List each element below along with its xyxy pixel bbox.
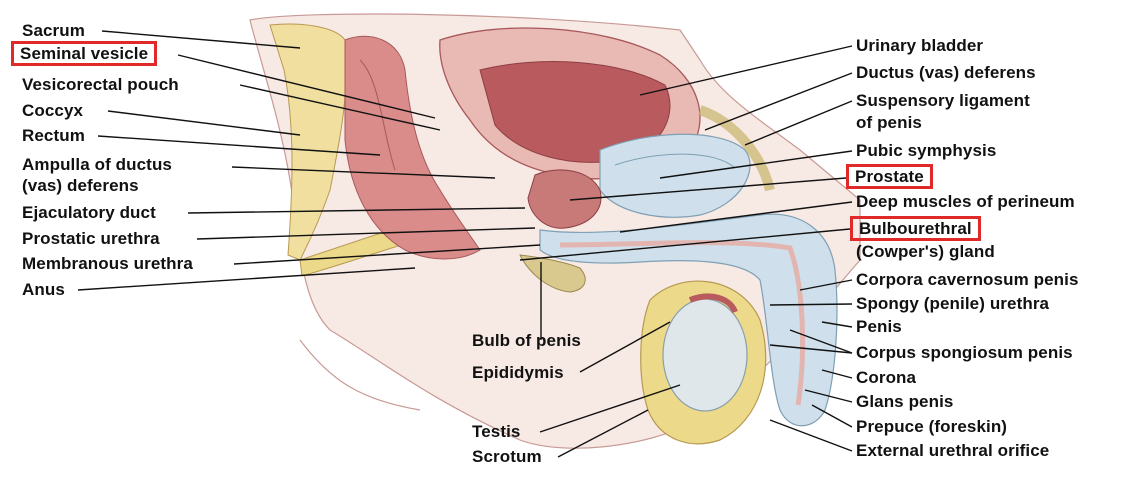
scrotum-shape <box>640 280 767 445</box>
label-corpus-spongiosum: Corpus spongiosum penis <box>856 343 1073 362</box>
label-prostate: Prostate <box>846 164 933 189</box>
prostate-shape <box>527 169 602 229</box>
label-urinary-bladder: Urinary bladder <box>856 36 984 55</box>
label-suspensory-line2: of penis <box>856 113 922 132</box>
leader-lines <box>77 30 853 458</box>
label-bulbourethral: Bulbourethral <box>850 216 981 241</box>
label-ejaculatory-duct: Ejaculatory duct <box>22 203 156 222</box>
label-ampulla-line1: Ampulla of ductus <box>22 155 172 174</box>
label-cowpers-gland: (Cowper's) gland <box>856 242 995 261</box>
label-penis: Penis <box>856 317 902 336</box>
label-ampulla-line2: (vas) deferens <box>22 176 139 195</box>
penis-shape <box>519 213 838 427</box>
label-coccyx: Coccyx <box>22 101 84 120</box>
label-pubic-symphysis: Pubic symphysis <box>856 141 997 160</box>
label-membranous-urethra: Membranous urethra <box>22 254 193 273</box>
label-ductus-deferens: Ductus (vas) deferens <box>856 63 1036 82</box>
label-sacrum: Sacrum <box>22 21 85 40</box>
label-scrotum: Scrotum <box>472 447 542 466</box>
label-corona: Corona <box>856 368 917 387</box>
label-spongy-urethra: Spongy (penile) urethra <box>856 294 1050 313</box>
label-testis: Testis <box>472 422 521 441</box>
label-rectum: Rectum <box>22 126 85 145</box>
label-prostatic-urethra: Prostatic urethra <box>22 229 160 248</box>
label-epididymis: Epididymis <box>472 363 564 382</box>
label-corpora-cavernosum: Corpora cavernosum penis <box>856 270 1079 289</box>
label-glans-penis: Glans penis <box>856 392 954 411</box>
label-prepuce: Prepuce (foreskin) <box>856 417 1008 436</box>
rectum-shape <box>344 35 481 260</box>
label-external-orifice: External urethral orifice <box>856 441 1050 460</box>
label-suspensory-line1: Suspensory ligament <box>856 91 1030 110</box>
label-deep-muscles: Deep muscles of perineum <box>856 192 1075 211</box>
label-anus: Anus <box>22 280 65 299</box>
label-bulb-of-penis: Bulb of penis <box>472 331 581 350</box>
label-seminal-vesicle: Seminal vesicle <box>11 41 158 66</box>
label-vesicorectal-pouch: Vesicorectal pouch <box>22 75 179 94</box>
